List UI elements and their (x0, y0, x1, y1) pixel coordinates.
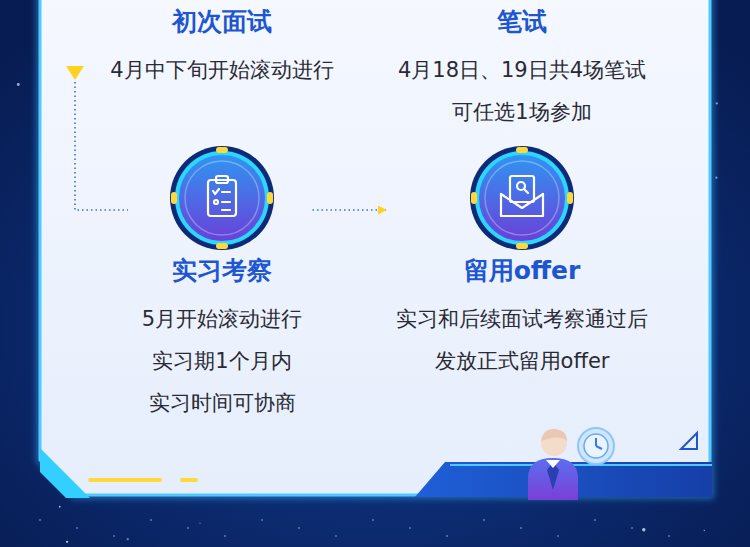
step-description: 4月中下旬开始滚动进行 (108, 49, 336, 91)
corner-chevron (40, 448, 90, 498)
flow-arrowhead (66, 66, 84, 80)
step-icon (167, 143, 277, 253)
star (150, 519, 152, 521)
step-title: 留用offer (394, 253, 650, 289)
step-description: 4月18日、19日共4场笔试 可任选1场参加 (396, 49, 649, 133)
flow-connector (313, 209, 387, 211)
band-line (450, 464, 712, 466)
person-illustration (528, 428, 614, 500)
star (594, 519, 596, 521)
deco-bar (180, 478, 198, 482)
star (446, 535, 448, 537)
star (76, 527, 78, 529)
star (372, 519, 374, 521)
star (113, 535, 115, 537)
step-node: 留用offer 实习和后续面试考察通过后 发放正式留用offer (386, 143, 658, 382)
star (704, 530, 705, 531)
panel (40, 0, 710, 495)
step-node: 初次面试 4月中下旬开始滚动进行 (100, 4, 344, 91)
star (409, 527, 411, 529)
star (17, 83, 20, 86)
star (668, 535, 670, 537)
star (557, 535, 559, 537)
star (520, 527, 522, 529)
star (298, 527, 300, 529)
star (66, 541, 68, 543)
step-node: 实习考察 5月开始滚动进行 实习期1个月内 实习时间可协商 (132, 143, 313, 424)
flow-line (75, 82, 128, 210)
star (39, 519, 41, 521)
star (483, 519, 485, 521)
step-node: 笔试 4月18日、19日共4场笔试 可任选1场参加 (388, 4, 657, 133)
panel-glow (40, 0, 710, 495)
star (631, 527, 633, 529)
star (59, 506, 61, 508)
corner-triangle (681, 433, 697, 449)
star (224, 535, 226, 537)
deco-bar (88, 478, 162, 482)
step-description: 实习和后续面试考察通过后 发放正式留用offer (394, 298, 650, 382)
star (715, 177, 717, 179)
star (642, 528, 645, 531)
step-title: 笔试 (396, 4, 649, 40)
step-description: 5月开始滚动进行 实习期1个月内 实习时间可协商 (140, 298, 305, 424)
step-title: 实习考察 (140, 253, 305, 289)
star (261, 519, 263, 521)
star (335, 535, 337, 537)
step-title: 初次面试 (108, 4, 336, 40)
star (127, 538, 129, 540)
star (716, 102, 718, 104)
step-icon (467, 143, 577, 253)
star (199, 523, 200, 524)
star (187, 527, 189, 529)
